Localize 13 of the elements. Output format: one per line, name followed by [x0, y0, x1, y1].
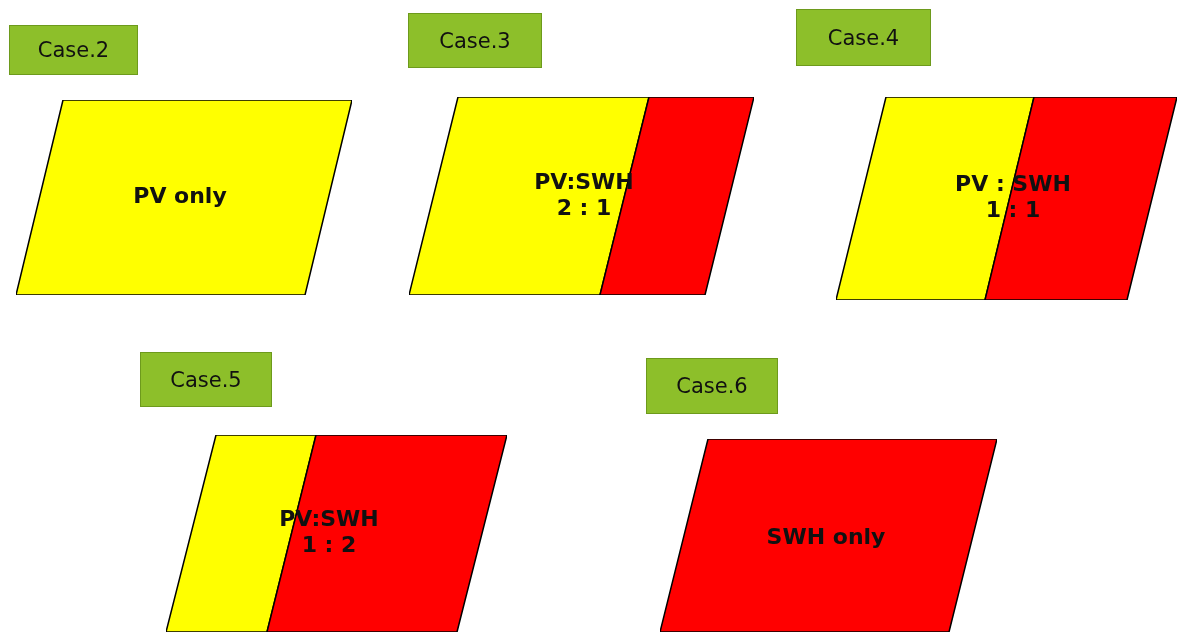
parallelogram-panel — [660, 439, 997, 632]
case-tag: Case.4 — [796, 9, 931, 66]
panel-label: SWH only — [766, 524, 886, 550]
case-tag: Case.3 — [408, 13, 542, 68]
panel-label: PV : SWH 1 : 1 — [954, 171, 1072, 223]
parallelogram-panel — [166, 435, 507, 632]
parallelogram-panel — [16, 100, 352, 295]
case-tag: Case.5 — [140, 352, 272, 407]
case-tag: Case.6 — [646, 358, 778, 414]
parallelogram-panel — [836, 97, 1177, 300]
case-tag: Case.2 — [9, 25, 138, 75]
parallelogram-panel — [409, 97, 754, 295]
panel-label: PV only — [133, 183, 227, 209]
